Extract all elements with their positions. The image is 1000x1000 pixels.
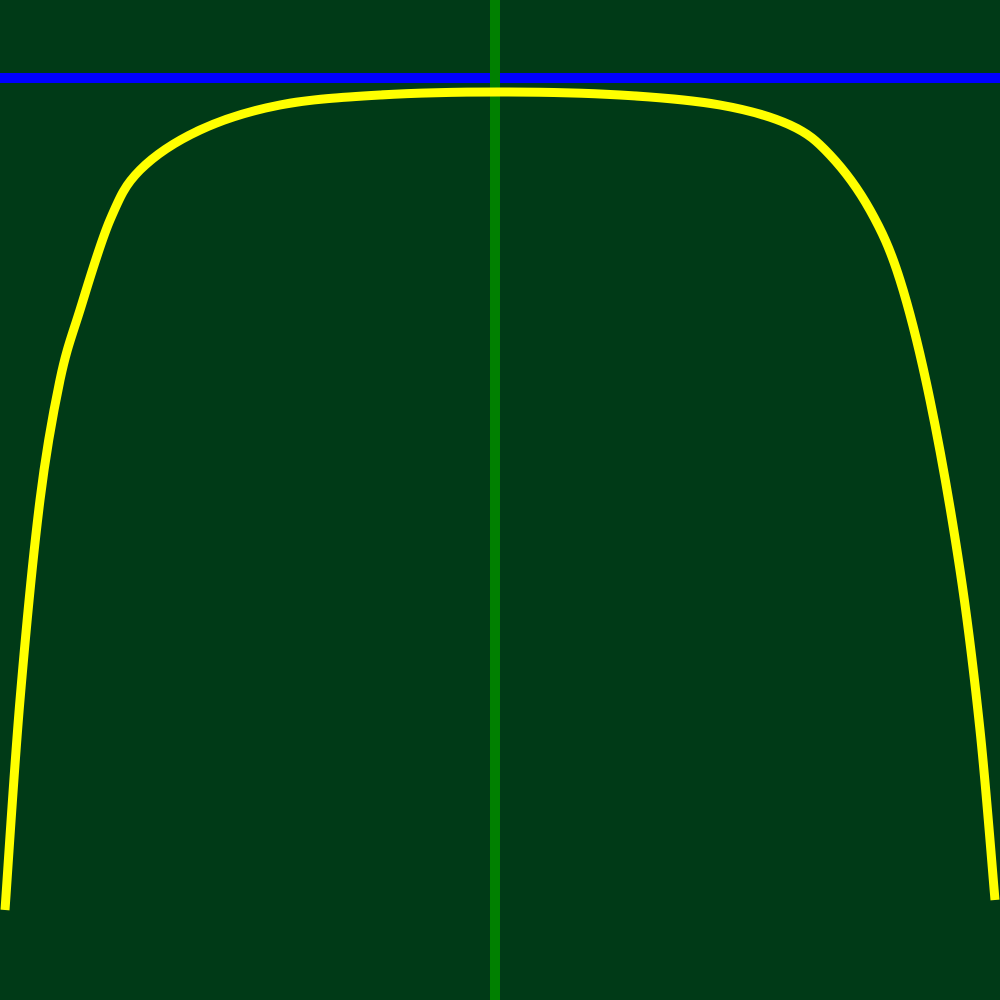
series-line bbox=[0, 87, 1000, 911]
series-group bbox=[0, 87, 1000, 911]
